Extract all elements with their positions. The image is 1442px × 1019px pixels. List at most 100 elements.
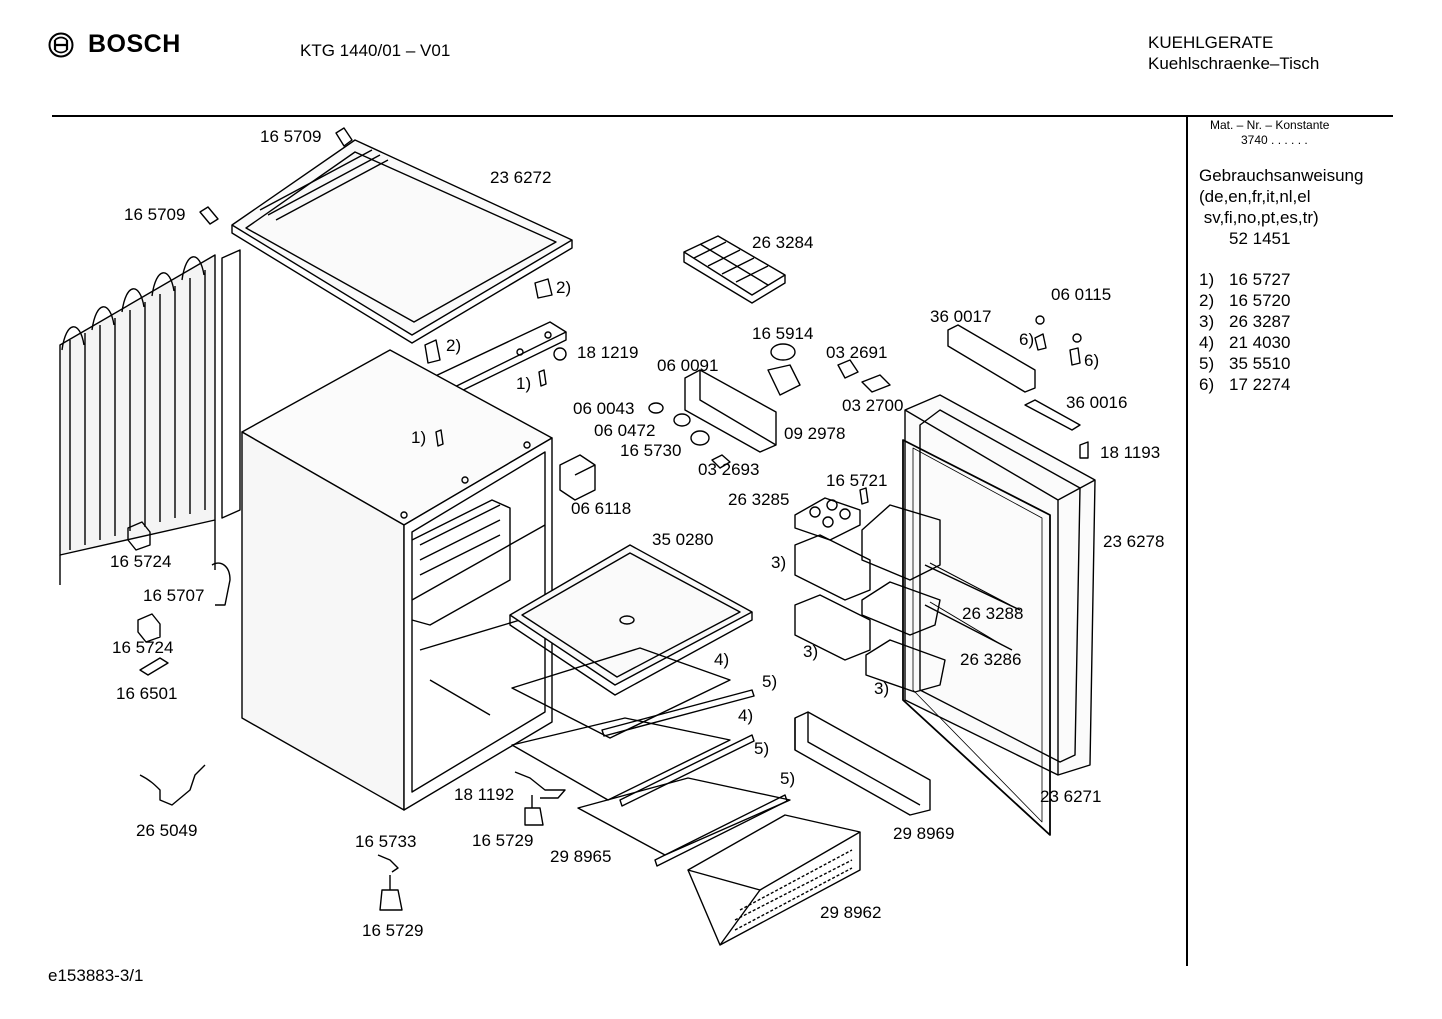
callout-298962: 29 8962: [820, 903, 881, 922]
callout-note4b: 4): [738, 706, 753, 725]
callout-ice-tray: 26 3284: [752, 233, 813, 252]
manual-languages-1: (de,en,fr,it,nl,el: [1199, 187, 1311, 206]
callout-263286: 26 3286: [960, 650, 1021, 669]
callout-181193: 18 1193: [1100, 443, 1160, 462]
callout-165914: 16 5914: [752, 324, 813, 343]
callout-060115: 06 0115: [1051, 285, 1111, 304]
leader-line: [929, 562, 1011, 606]
callout-060472: 06 0472: [594, 421, 655, 440]
part-callouts: 16 5709 23 6272 16 5709 26 3284 2) 2) 18…: [110, 127, 1164, 940]
manual-code: 52 1451: [1229, 229, 1291, 248]
footnote-number: 6): [1199, 375, 1215, 394]
manual-languages-2: sv,fi,no,pt,es,tr): [1199, 208, 1319, 227]
callout-360016: 36 0016: [1066, 393, 1127, 412]
bosch-armature-icon: [48, 32, 74, 57]
callout-165729a: 16 5729: [472, 831, 533, 850]
callout-165729b: 16 5729: [362, 921, 423, 940]
footnote-item: 6) 17 2274: [1199, 374, 1419, 395]
footnote-part: 17 2274: [1229, 375, 1291, 394]
callout-note4a: 4): [714, 650, 729, 669]
callout-note5b: 5): [754, 739, 769, 758]
footnote-number: 5): [1199, 354, 1215, 373]
footnote-list: 1)16 5727 2)16 5720 3)26 3287 4)21 4030 …: [1199, 269, 1419, 395]
knob-parts-drawing: [648, 402, 731, 469]
footnote-item: 5)35 5510: [1199, 353, 1419, 374]
footnote-number: 2): [1199, 291, 1215, 310]
ice-tray-drawing: [683, 235, 786, 304]
callout-263288: 26 3288: [962, 604, 1023, 623]
callout-181219: 18 1219: [577, 343, 638, 362]
callout-165730: 16 5730: [620, 441, 681, 460]
footnote-part: 16 5720: [1229, 291, 1291, 310]
callout-060091: 06 0091: [657, 356, 718, 375]
callout-note5a: 5): [762, 672, 777, 691]
footnote-item: 1) 16 5727: [1199, 269, 1419, 290]
callout-note2a: 2): [556, 278, 571, 297]
mat-nr-label: Mat. – Nr. – Konstante: [1210, 118, 1330, 132]
callout-note3b: 3): [803, 642, 818, 661]
glass-shelves-drawing: [511, 647, 791, 867]
brand-name: BOSCH: [88, 30, 181, 58]
bracket-066118-drawing: [559, 454, 596, 501]
callout-298969: 29 8969: [893, 824, 954, 843]
callout-note2b: 2): [446, 336, 461, 355]
lamp-socket-drawing: [837, 359, 891, 393]
callout-236278: 23 6278: [1103, 532, 1164, 551]
door-shelves-drawing: [794, 504, 1021, 693]
cabinet-body-drawing: [241, 349, 553, 811]
callout-165721: 16 5721: [826, 471, 887, 490]
callout-165724b: 16 5724: [112, 638, 173, 657]
bottle-rack-drawing: [794, 711, 931, 816]
door-drawing: [904, 394, 1096, 776]
sidebar-info: Mat. – Nr. – Konstante 3740 . . . . . . …: [1199, 118, 1419, 395]
footnote-part: 21 4030: [1229, 333, 1291, 352]
callout-092978: 09 2978: [784, 424, 845, 443]
footnote-item: 3) 26 3287: [1199, 311, 1419, 332]
callout-165724a: 16 5724: [110, 552, 171, 571]
drawing-code: e153883-3/1: [48, 966, 144, 985]
callout-note5c: 5): [780, 769, 795, 788]
fastener-parts-drawing: [127, 127, 1089, 911]
footnote-item: 2) 16 5720: [1199, 290, 1419, 311]
category-title: KUEHLGERATE: [1148, 33, 1274, 52]
door-rail-360016-drawing: [1024, 399, 1081, 431]
callout-note1b: 1): [411, 428, 426, 447]
callout-032691: 03 2691: [826, 343, 887, 362]
model-number: KTG 1440/01 – V01: [300, 41, 451, 60]
callout-032700: 03 2700: [842, 396, 903, 415]
leader-line: [929, 601, 1003, 646]
callout-360017: 36 0017: [930, 307, 991, 326]
top-cover-drawing: [231, 139, 573, 344]
thermostat-housing-drawing: [684, 343, 801, 453]
callout-066118: 06 6118: [571, 499, 631, 518]
callout-note3c: 3): [874, 679, 889, 698]
callout-note6b: 6): [1084, 351, 1099, 370]
callout-165707: 16 5707: [143, 586, 204, 605]
footnote-part: 26 3287: [1229, 312, 1291, 331]
konstante-value: 3740 . . . . . .: [1241, 133, 1308, 147]
callout-181192: 18 1192: [454, 785, 514, 804]
door-rail-360017-drawing: [947, 324, 1036, 393]
callout-note1a: 1): [516, 374, 531, 393]
footnote-part: 16 5727: [1229, 270, 1291, 289]
condenser-coil-drawing: [59, 249, 241, 585]
callout-166501: 16 6501: [116, 684, 177, 703]
egg-tray-drawing: [794, 497, 861, 541]
callout-263285: 26 3285: [728, 490, 789, 509]
callout-top-cover: 23 6272: [490, 168, 551, 187]
footnote-number: 4): [1199, 333, 1215, 352]
crisper-drawer-drawing: [687, 814, 861, 946]
footnote-item: 4) 21 4030: [1199, 332, 1419, 353]
callout-note3a: 3): [771, 553, 786, 572]
callout-236271: 23 6271: [1040, 787, 1101, 806]
callout-032693: 03 2693: [698, 460, 759, 479]
shelf-350280-drawing: [509, 544, 753, 696]
callout-cap-screw-top: 16 5709: [260, 127, 321, 146]
callout-cap-screw-left: 16 5709: [124, 205, 185, 224]
callout-265049: 26 5049: [136, 821, 197, 840]
footnote-number: 1): [1199, 270, 1215, 289]
footnote-number: 3): [1199, 312, 1215, 331]
callout-165733: 16 5733: [355, 832, 416, 851]
